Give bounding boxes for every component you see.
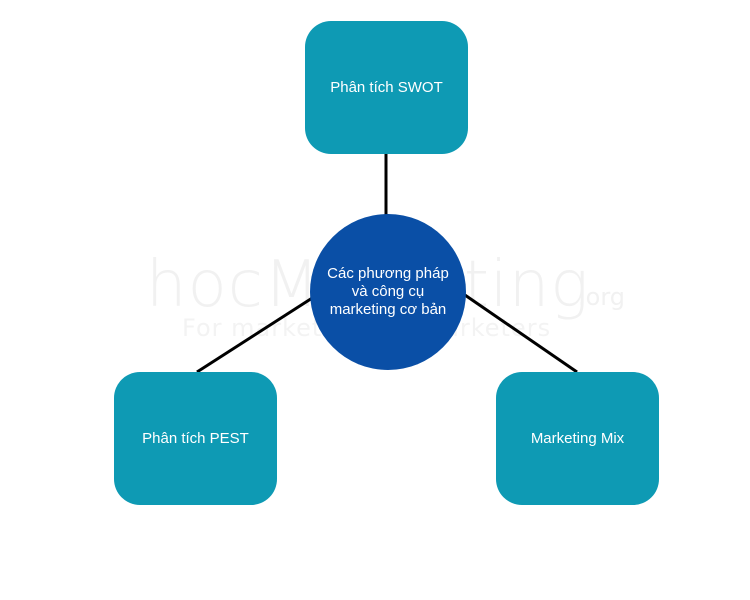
connector-left xyxy=(196,291,321,374)
node-center-line: và công cụ xyxy=(351,283,425,300)
connector-right xyxy=(461,291,578,374)
node-pest: Phân tích PEST xyxy=(114,372,277,505)
node-swot: Phân tích SWOT xyxy=(305,21,468,154)
node-center-line: marketing cơ bản xyxy=(329,301,447,318)
node-center: Các phương pháp và công cụ marketing cơ … xyxy=(310,214,466,370)
node-marketing-mix: Marketing Mix xyxy=(496,372,659,505)
node-center-line: Các phương pháp xyxy=(327,265,449,282)
node-marketing-mix-label: Marketing Mix xyxy=(530,430,625,447)
node-pest-label: Phân tích PEST xyxy=(142,430,249,447)
node-center-label: Các phương pháp và công cụ marketing cơ … xyxy=(318,265,458,319)
node-swot-label: Phân tích SWOT xyxy=(330,79,443,96)
